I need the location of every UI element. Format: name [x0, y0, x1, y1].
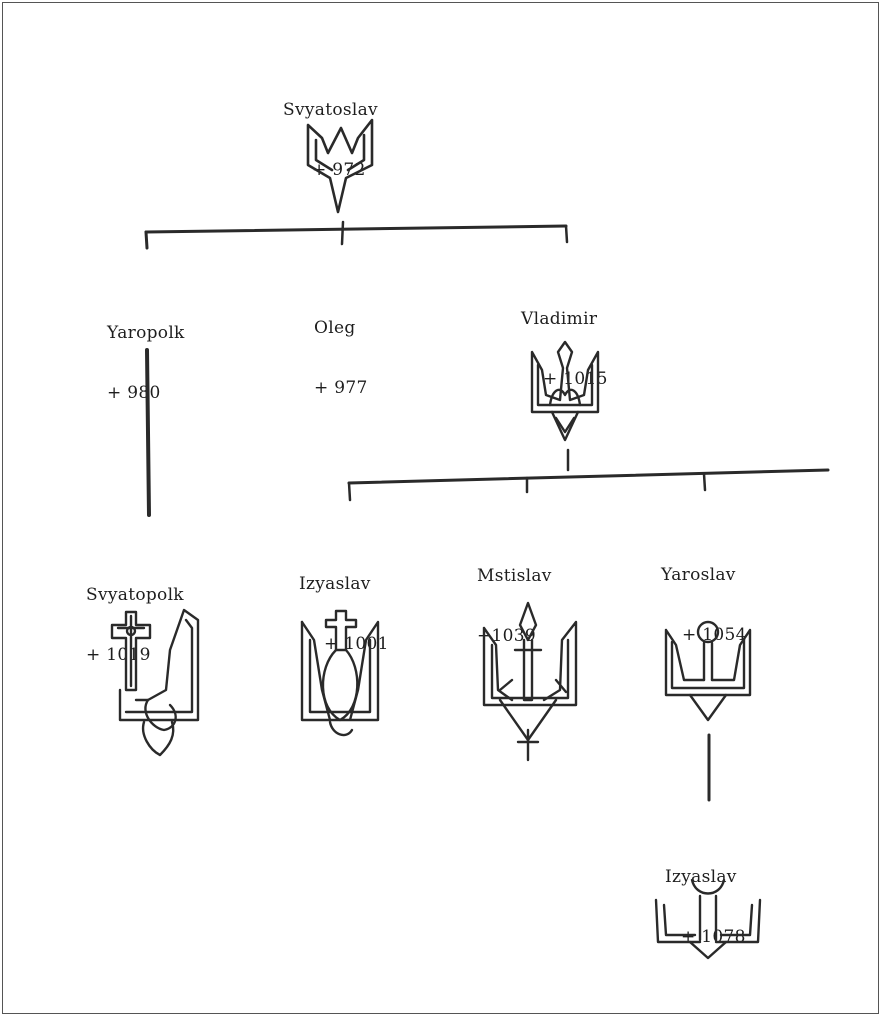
- connector-drop-oleg: [340, 220, 345, 246]
- connector-vladimir-sons: [347, 468, 830, 485]
- person-name: Izyaslav: [665, 867, 737, 887]
- connector-drop-yaroslav: [702, 472, 707, 492]
- connector-drop-vladimir: [564, 224, 569, 244]
- person-yaropolk: Yaropolk + 980: [107, 283, 185, 423]
- person-name: Mstislav: [477, 566, 552, 586]
- connector-drop-izyaslav: [347, 481, 352, 502]
- person-oleg: Oleg + 977: [314, 278, 368, 418]
- person-death: + 1019: [86, 645, 151, 665]
- tree-connectors: [144, 220, 830, 802]
- person-death: + 977: [314, 378, 368, 398]
- connector-drop-yaropolk: [144, 230, 149, 250]
- person-svyatopolk: Svyatopolk + 1019: [86, 545, 184, 685]
- emblem-mstislav-icon: [482, 601, 578, 762]
- emblem-svyatopolk-icon: [110, 608, 200, 757]
- person-death: + 980: [107, 383, 161, 403]
- person-name: Oleg: [314, 318, 356, 338]
- person-death: + 1015: [543, 369, 608, 389]
- emblem-yaroslav-icon: [664, 620, 752, 722]
- person-vladimir: Vladimir + 1015: [521, 269, 608, 409]
- person-name: Yaroslav: [661, 565, 736, 585]
- connector-svyatoslav-sons: [144, 224, 568, 234]
- emblem-izyaslav-1001-icon: [300, 609, 380, 737]
- emblem-vladimir-icon: [530, 340, 600, 442]
- emblem-svyatoslav-icon: [306, 118, 374, 214]
- emblem-izyaslav-1078-icon: [654, 878, 762, 960]
- person-name: Yaropolk: [107, 323, 185, 343]
- person-mstislav: Mstislav +1039: [477, 526, 552, 666]
- person-name: Svyatopolk: [86, 585, 184, 605]
- person-name: Vladimir: [521, 309, 598, 329]
- person-death: +1039: [477, 626, 537, 646]
- connector-yaropolk-svyatopolk: [145, 348, 151, 517]
- person-name: Izyaslav: [299, 574, 371, 594]
- person-name: Svyatoslav: [283, 100, 378, 120]
